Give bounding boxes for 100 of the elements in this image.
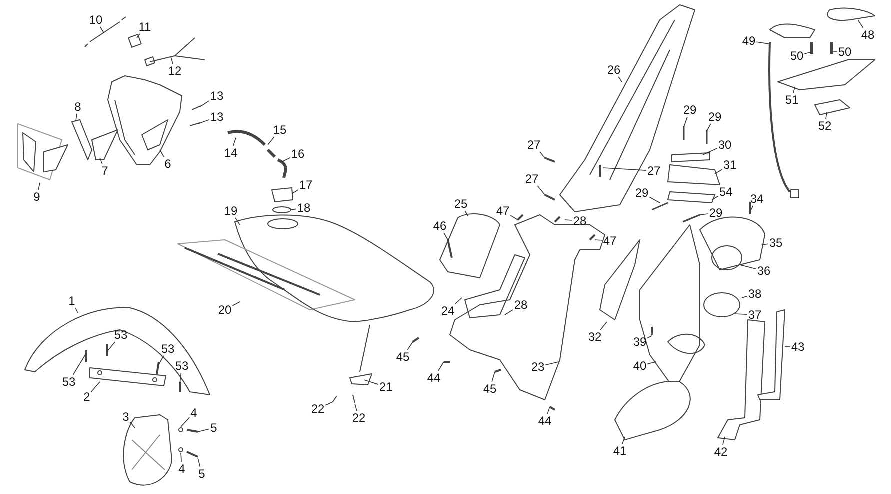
- callout-number: 50: [838, 46, 852, 58]
- callout-number: 22: [311, 403, 325, 415]
- leader-line: [455, 298, 462, 304]
- leader-line: [292, 190, 299, 194]
- leader-line: [75, 308, 78, 314]
- callout-number: 41: [613, 445, 627, 457]
- leader-line: [750, 206, 754, 212]
- callout-number: 29: [708, 111, 722, 123]
- callout-number: 42: [714, 446, 728, 458]
- leader-line: [38, 182, 40, 190]
- leader-line: [647, 362, 656, 364]
- callout-number: 8: [74, 101, 82, 113]
- callout-number: 43: [791, 341, 805, 353]
- leader-line: [600, 322, 608, 330]
- callout-number: 6: [164, 158, 172, 170]
- callout-number: 44: [538, 415, 552, 427]
- leader-line: [282, 157, 291, 162]
- callout-number: 19: [224, 205, 238, 217]
- callout-number: 50: [790, 50, 804, 62]
- leader-line: [618, 76, 622, 82]
- leader-line: [235, 218, 240, 226]
- leader-line: [734, 314, 748, 316]
- callout-number: 25: [454, 198, 468, 210]
- leader-line: [325, 402, 334, 406]
- callout-number: 35: [769, 237, 783, 249]
- leader-line: [90, 382, 100, 392]
- leader-line: [622, 436, 626, 444]
- leader-line: [793, 86, 796, 94]
- callout-number: 49: [742, 35, 756, 47]
- leader-line: [364, 380, 379, 385]
- callout-number: 53: [161, 343, 175, 355]
- leader-line: [106, 342, 116, 352]
- callout-number: 26: [607, 64, 621, 76]
- leader-line: [76, 114, 78, 122]
- callout-number: 53: [62, 376, 76, 388]
- callout-number: 2: [84, 391, 90, 403]
- leader-line: [564, 220, 573, 221]
- leader-line: [712, 196, 719, 200]
- callout-number: 29: [683, 104, 697, 116]
- leader-line: [158, 356, 164, 366]
- callout-number: 16: [291, 148, 305, 160]
- leader-line: [200, 100, 210, 108]
- callout-number: 24: [441, 305, 455, 317]
- callout-number: 11: [138, 21, 152, 33]
- callout-number: 27: [527, 139, 541, 151]
- leader-line: [180, 417, 190, 428]
- leader-line: [647, 336, 652, 339]
- callout-number: 38: [748, 288, 762, 300]
- leader-line: [100, 26, 104, 34]
- callout-number: 53: [114, 329, 128, 341]
- leader-line: [268, 136, 275, 146]
- callout-number: 10: [89, 14, 103, 26]
- leader-line: [594, 240, 603, 241]
- leader-line: [804, 52, 812, 54]
- callout-number: 23: [531, 361, 545, 373]
- callout-number: 48: [861, 29, 875, 41]
- callout-number: 29: [635, 187, 649, 199]
- leader-line: [180, 452, 182, 462]
- callout-number: 51: [785, 94, 799, 106]
- leader-line: [290, 208, 297, 210]
- leader-line: [602, 168, 647, 171]
- callout-number: 46: [433, 220, 447, 232]
- callout-number: 40: [633, 360, 647, 372]
- leader-line: [232, 138, 236, 146]
- leader-line: [700, 214, 709, 216]
- leader-line: [354, 404, 358, 412]
- leader-line: [130, 422, 136, 428]
- leader-line: [714, 169, 723, 174]
- leader-line: [545, 362, 560, 366]
- callout-number: 36: [757, 265, 771, 277]
- callout-number: 32: [588, 331, 602, 343]
- callout-number: 54: [719, 186, 733, 198]
- callout-number: 45: [483, 383, 497, 395]
- callout-number: 4: [190, 407, 198, 419]
- leader-line: [756, 42, 770, 44]
- leader-line: [858, 20, 864, 28]
- leader-line: [504, 309, 514, 316]
- callout-number: 47: [496, 205, 510, 217]
- callout-number: 29: [709, 207, 723, 219]
- leader-line: [740, 264, 757, 270]
- leader-line: [72, 354, 86, 376]
- leader-line: [784, 346, 791, 348]
- callout-number: 45: [396, 351, 410, 363]
- leader-line: [136, 34, 140, 38]
- callout-number: 28: [514, 299, 528, 311]
- leader-line: [160, 150, 164, 158]
- leader-line: [198, 428, 210, 432]
- leader-line: [547, 406, 550, 414]
- callout-number: 39: [633, 336, 647, 348]
- leader-line: [742, 296, 748, 298]
- callout-number: 13: [210, 111, 224, 123]
- leader-line: [510, 215, 518, 220]
- callout-number: 27: [647, 165, 661, 177]
- leader-line: [444, 232, 448, 240]
- callout-number: 15: [273, 124, 287, 136]
- callout-number: 28: [573, 215, 587, 227]
- leader-line: [706, 124, 712, 132]
- callout-number: 18: [297, 202, 311, 214]
- leader-line: [198, 458, 201, 468]
- callout-number: 5: [198, 468, 206, 480]
